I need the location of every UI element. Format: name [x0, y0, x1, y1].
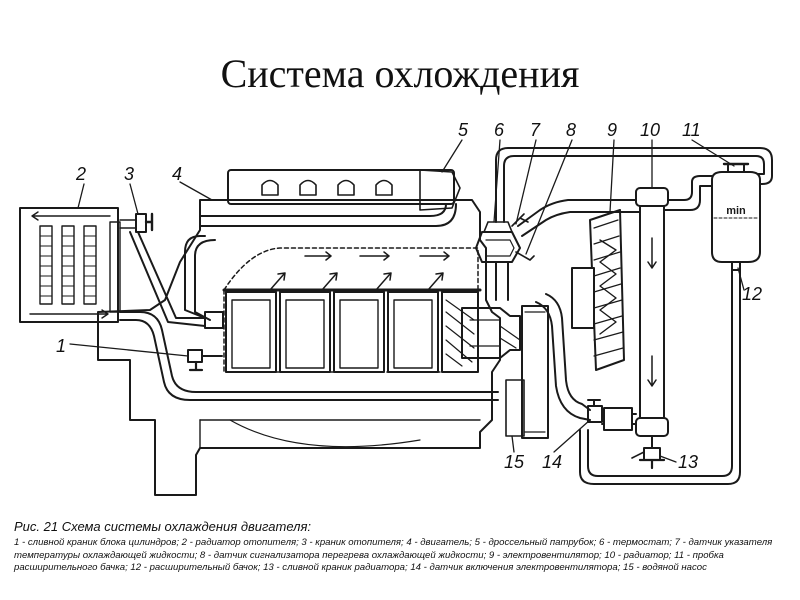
label-11: 11 — [682, 120, 701, 140]
label-10: 10 — [640, 120, 661, 140]
flow-arrows — [269, 251, 450, 291]
heater-radiator — [19, 207, 121, 323]
label-8: 8 — [566, 120, 577, 140]
label-3: 3 — [124, 164, 135, 184]
figure-caption: Рис. 21 Схема системы охлаждения двигате… — [14, 518, 794, 575]
label-15: 15 — [504, 452, 525, 472]
cylinders — [222, 288, 482, 373]
electric-fan — [571, 209, 625, 371]
label-7: 7 — [530, 120, 541, 140]
caption-legend: 1 - сливной краник блока цилиндров; 2 - … — [14, 537, 773, 574]
radiator — [635, 187, 669, 449]
label-13: 13 — [678, 452, 699, 472]
engine-block — [97, 199, 501, 496]
label-12: 12 — [742, 284, 763, 304]
water-pump — [461, 305, 549, 439]
main-hoses — [495, 147, 773, 421]
heater-hoses — [119, 231, 499, 401]
label-1: 1 — [56, 336, 67, 356]
label-14: 14 — [542, 452, 563, 472]
lower-tank-hoses — [579, 269, 741, 485]
heater-tap — [119, 212, 154, 233]
upper-hoses — [184, 203, 457, 329]
caption-title: Рис. 21 Схема системы охлаждения двигате… — [14, 519, 312, 534]
expansion-tank — [711, 162, 761, 271]
thermostat — [475, 213, 535, 263]
block-drain-tap — [187, 349, 223, 372]
label-6: 6 — [494, 120, 505, 140]
label-5: 5 — [458, 120, 469, 140]
label-9: 9 — [607, 120, 618, 140]
label-2: 2 — [76, 164, 87, 184]
page-title: Система охлождения — [220, 51, 580, 96]
valve-cover — [227, 169, 455, 205]
radiator-drain-tap — [631, 447, 666, 470]
tank-min-text: min — [726, 205, 746, 217]
leader-lines — [69, 139, 745, 463]
throttle-pipe — [419, 169, 461, 211]
label-4: 4 — [172, 164, 183, 184]
fan-switch-sensor — [587, 399, 637, 431]
